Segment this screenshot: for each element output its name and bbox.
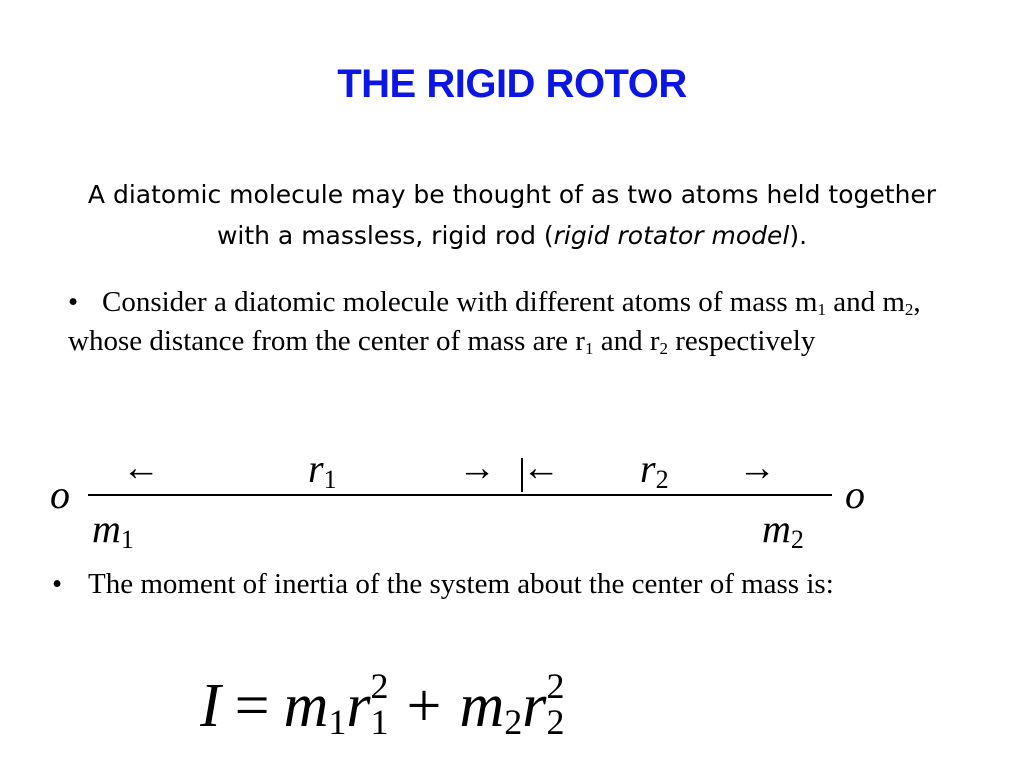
bullet1-sub-4: 2 — [659, 339, 669, 358]
formula-plus: + — [407, 672, 442, 740]
formula-r2-sub: 2 — [546, 702, 564, 742]
m1-label: m1 — [92, 506, 134, 554]
r2-right-arrow: → — [738, 450, 776, 489]
bullet-marker-2: • — [52, 568, 63, 600]
intro-text: A diatomic molecule may be thought of as… — [87, 180, 937, 250]
moment-of-inertia-formula: I=m1r12+m2r22 — [200, 668, 564, 742]
formula-m1-sub: 1 — [328, 702, 346, 742]
intro-emphasis: rigid rotator model — [553, 221, 790, 250]
formula-r1-sub: 1 — [371, 702, 389, 742]
r1-right-arrow: → — [458, 450, 496, 489]
bullet-consider: • Consider a diatomic molecule with diffe… — [68, 283, 988, 361]
bullet2-text: The moment of inertia of the system abou… — [88, 568, 834, 600]
bullet-marker: • — [68, 286, 79, 318]
bullet-moment-of-inertia: • The moment of inertia of the system abo… — [52, 565, 872, 604]
bullet1-text-3: , whose distance from the center of mass… — [68, 286, 921, 357]
r1-left-arrow: ← — [122, 450, 160, 489]
formula-I: I — [200, 672, 224, 740]
formula-equals: = — [235, 672, 270, 740]
bullet1-text-1: Consider a diatomic molecule with differ… — [102, 286, 818, 318]
bullet1-sub-3: 1 — [584, 339, 594, 358]
r2-label: r2 — [640, 450, 669, 494]
r1-label: r1 — [308, 450, 337, 494]
formula-expression: I=m1r12+m2r22 — [200, 668, 564, 742]
formula-m2: m — [460, 672, 505, 740]
bullet1-text-2: and m — [825, 286, 905, 318]
formula-m2-sub: 2 — [504, 702, 522, 742]
formula-r1-sup: 2 — [371, 668, 389, 706]
intro-paragraph: A diatomic molecule may be thought of as… — [80, 174, 944, 256]
intro-end: ). — [789, 221, 808, 250]
bullet1-text-5: respectively — [668, 325, 816, 357]
atom-right: o — [845, 472, 865, 517]
rotor-diagram: o o ← → ← → r1 r2 m1 m2 — [50, 450, 865, 554]
formula-r1: r — [346, 672, 371, 740]
formula-r2: r — [522, 672, 547, 740]
bullet1-text-4: and r — [593, 325, 660, 357]
formula-m1: m — [284, 672, 329, 740]
bullet1-sub-1: 1 — [817, 300, 826, 319]
atom-left: o — [50, 472, 70, 517]
r2-left-arrow: ← — [522, 450, 560, 489]
slide-title: THE RIGID ROTOR — [337, 62, 687, 106]
m2-label: m2 — [762, 506, 804, 554]
bullet1-sub-2: 2 — [904, 300, 914, 319]
formula-r2-sup: 2 — [546, 668, 564, 706]
